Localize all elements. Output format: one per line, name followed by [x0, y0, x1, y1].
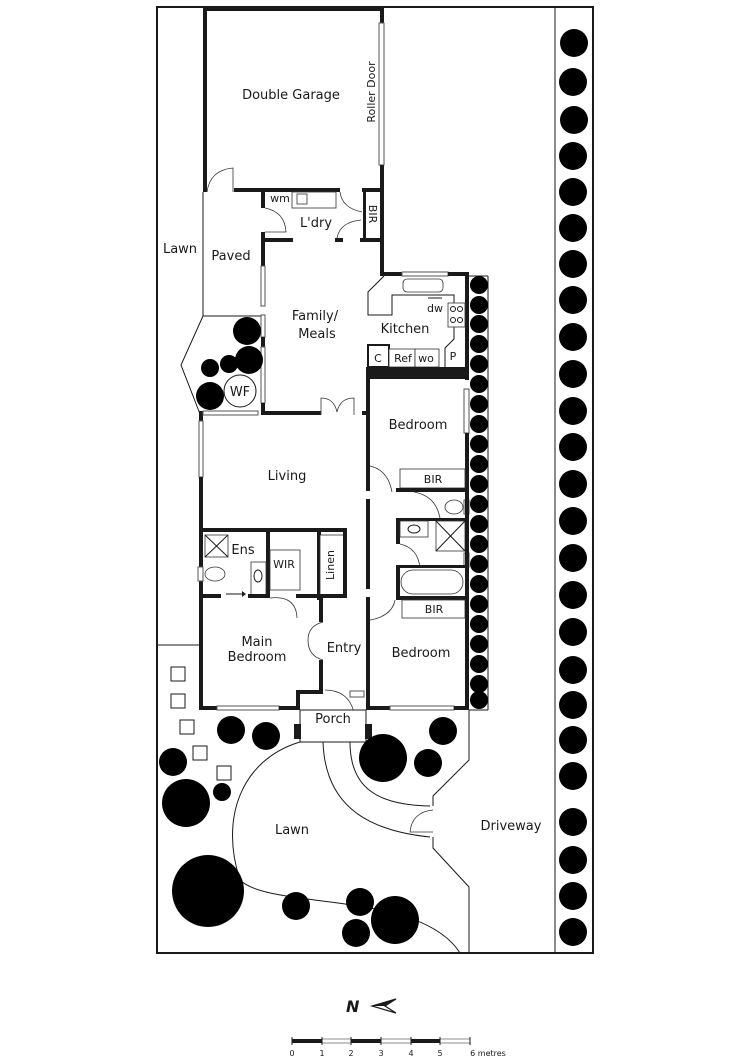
label-bir-bed3: BIR: [425, 603, 444, 616]
label-ens: Ens: [231, 543, 254, 558]
scale-bar: 0 1 2 3 4 5 6 metres: [289, 1037, 506, 1058]
label-driveway: Driveway: [481, 819, 542, 834]
laundry-door: [264, 207, 287, 233]
label-ref: Ref: [394, 352, 413, 365]
bedroom3-door: [369, 599, 396, 621]
label-double-garage: Double Garage: [242, 88, 340, 103]
scale-tick-4: 4: [408, 1049, 413, 1058]
scale-tick-6: 6 metres: [470, 1049, 506, 1058]
label-kitchen: Kitchen: [381, 322, 430, 337]
label-laundry: L'dry: [300, 216, 332, 231]
label-bedroom-3: Bedroom: [392, 646, 451, 661]
label-paved: Paved: [211, 249, 250, 264]
roller-door: [378, 22, 385, 166]
garage-side-door: [206, 167, 234, 193]
bedroom2-walls: [396, 388, 470, 493]
label-wf: WF: [230, 385, 250, 400]
scale-tick-2: 2: [348, 1049, 353, 1058]
bathtub: [400, 569, 464, 595]
bathroom: [396, 491, 470, 620]
water-feature: [223, 374, 257, 408]
laundry-door-3: [336, 219, 362, 239]
label-roller-door: Roller Door: [365, 61, 378, 123]
label-lawn-side: Lawn: [163, 242, 197, 257]
porch: [294, 709, 372, 743]
vanity-bath: [399, 520, 429, 538]
main-bedroom-walls: [199, 598, 324, 711]
scale-tick-1: 1: [319, 1049, 324, 1058]
living-walls: [198, 379, 370, 710]
bedroom2-door: [369, 465, 393, 493]
linen-cupboard: [319, 534, 345, 596]
label-wm: wm: [270, 192, 290, 205]
label-bedroom-2: Bedroom: [389, 418, 448, 433]
label-linen: Linen: [324, 550, 337, 580]
garage-walls: [203, 7, 385, 250]
label-wir: WIR: [273, 558, 295, 571]
stepping-stones: [170, 666, 232, 781]
kitchen-fixtures: [366, 275, 469, 379]
label-lawn-front: Lawn: [275, 823, 309, 838]
bedroom3-walls: [366, 618, 469, 711]
label-c: C: [374, 352, 382, 365]
kitchen-sink: [402, 278, 444, 293]
label-dw: dw: [427, 302, 443, 315]
front-door: [324, 689, 355, 713]
label-family: Family/: [292, 309, 339, 324]
laundry-door-2: [339, 191, 363, 213]
label-entry: Entry: [327, 641, 362, 656]
scale-tick-5: 5: [437, 1049, 442, 1058]
toilet-ens: [204, 566, 226, 582]
scale-tick-0: 0: [289, 1049, 294, 1058]
ensuite-walls: [197, 528, 347, 619]
garden-bed-edge: [180, 315, 204, 415]
label-porch: Porch: [315, 712, 351, 727]
cooktop: [447, 302, 466, 328]
hedge-trees-house: [469, 275, 489, 711]
north-arrow: N: [346, 997, 397, 1016]
label-living: Living: [268, 469, 307, 484]
property-boundary: [156, 6, 594, 954]
living-french-door: [320, 397, 355, 415]
north-label: N: [346, 997, 360, 1016]
label-bir-laundry: BIR: [366, 205, 379, 224]
vanity-ens: [250, 561, 267, 596]
toilet-bath: [444, 499, 464, 515]
label-wo: wo: [418, 352, 434, 365]
label-bir-bed2: BIR: [424, 473, 443, 486]
scale-tick-3: 3: [378, 1049, 383, 1058]
family-walls: [260, 238, 469, 415]
label-p: P: [450, 350, 457, 363]
label-meals: Meals: [298, 327, 336, 342]
label-main: Main: [241, 635, 272, 650]
entry-sidelight: [349, 690, 365, 698]
label-main-bedroom: Bedroom: [228, 650, 287, 665]
hedge-trees-right: [559, 29, 588, 946]
laundry-tub: [296, 193, 308, 205]
